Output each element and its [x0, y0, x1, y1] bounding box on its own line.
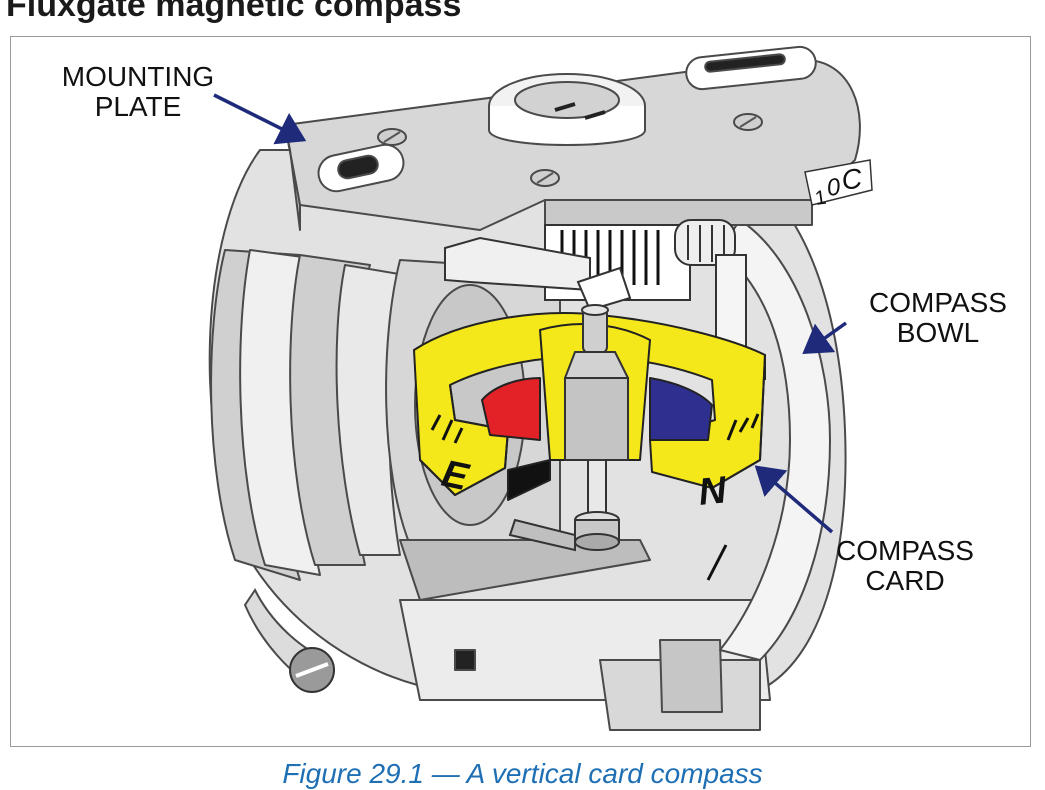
- label-mounting-plate: MOUNTING PLATE: [38, 62, 238, 122]
- figure-caption: Figure 29.1 — A vertical card compass: [282, 758, 763, 789]
- adjustment-knob: [243, 588, 335, 693]
- label-compass-bowl: COMPASS BOWL: [848, 288, 1028, 348]
- arrow-compass-card: [754, 465, 834, 534]
- deviation-zero: 0: [825, 173, 843, 202]
- label-compass-bowl-line1: COMPASS: [869, 287, 1007, 318]
- label-mounting-plate-line1: MOUNTING: [61, 61, 215, 92]
- arrow-compass-bowl: [802, 321, 848, 355]
- label-mounting-plate-line2: PLATE: [94, 91, 182, 122]
- label-compass-card-line1: COMPASS: [836, 535, 974, 566]
- label-compass-card: COMPASS CARD: [815, 536, 995, 596]
- mounting-plate: [284, 45, 861, 231]
- arrow-mounting-plate: [213, 93, 307, 145]
- lubber-mechanism: [444, 219, 747, 361]
- pivot-assembly: [508, 304, 629, 552]
- page-heading: Fluxgate magnetic compass: [6, 0, 462, 24]
- deviation-card-tab: 1 0 C: [804, 159, 873, 210]
- label-compass-card-line2: CARD: [865, 565, 945, 596]
- card-letter-north: N: [697, 469, 730, 514]
- lubber-line: [706, 544, 728, 581]
- label-compass-bowl-line2: BOWL: [896, 317, 980, 348]
- deviation-one: 1: [814, 187, 828, 210]
